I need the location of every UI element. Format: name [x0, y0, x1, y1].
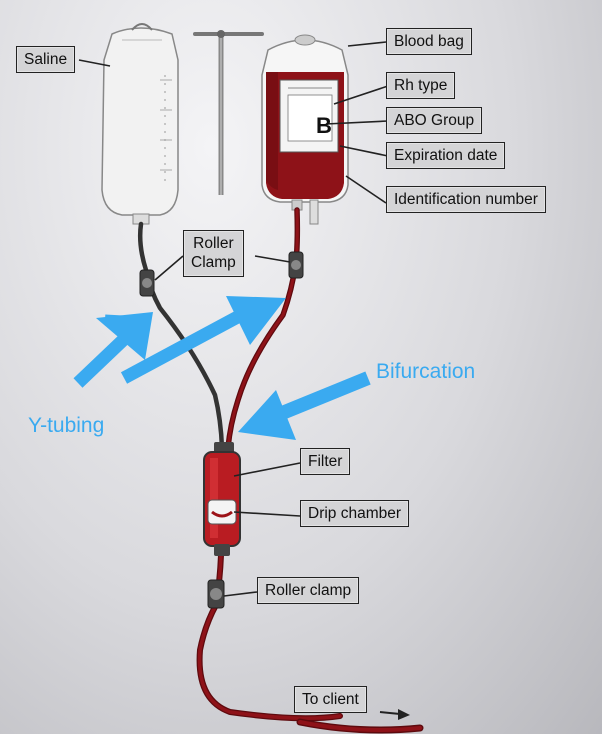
label-to-client: To client [294, 686, 367, 714]
drip-chamber-body [203, 442, 241, 556]
callout-bifurcation: Bifurcation [376, 360, 476, 383]
label-roller-clamp-bottom: Roller clamp [257, 577, 360, 605]
y-tubing-arrows [73, 296, 286, 388]
label-rh-type: Rh type [386, 72, 456, 100]
bifurcation-arrow [238, 371, 371, 440]
label-saline: Saline [16, 46, 76, 74]
label-roller-clamp-top: Roller Clamp [183, 230, 244, 277]
label-filter: Filter [300, 448, 351, 476]
to-client-arrow [379, 709, 410, 720]
iv-pole [193, 30, 264, 195]
label-expiration-date: Expiration date [386, 142, 506, 170]
label-drip-chamber: Drip chamber [300, 500, 410, 528]
roller-clamp-lower [207, 579, 225, 609]
label-blood-bag: Blood bag [386, 28, 472, 56]
saline-bag [101, 23, 179, 225]
blood-bag [261, 34, 349, 225]
tubing [137, 207, 424, 734]
leader-lines [78, 41, 389, 597]
callout-y-tubing: Y-tubing [28, 414, 105, 437]
roller-clamp-saline [139, 269, 155, 297]
abo-group-letter: B [316, 113, 332, 138]
label-abo-group: ABO Group [386, 107, 483, 135]
label-identification-number: Identification number [386, 186, 546, 214]
roller-clamp-blood [288, 251, 304, 279]
